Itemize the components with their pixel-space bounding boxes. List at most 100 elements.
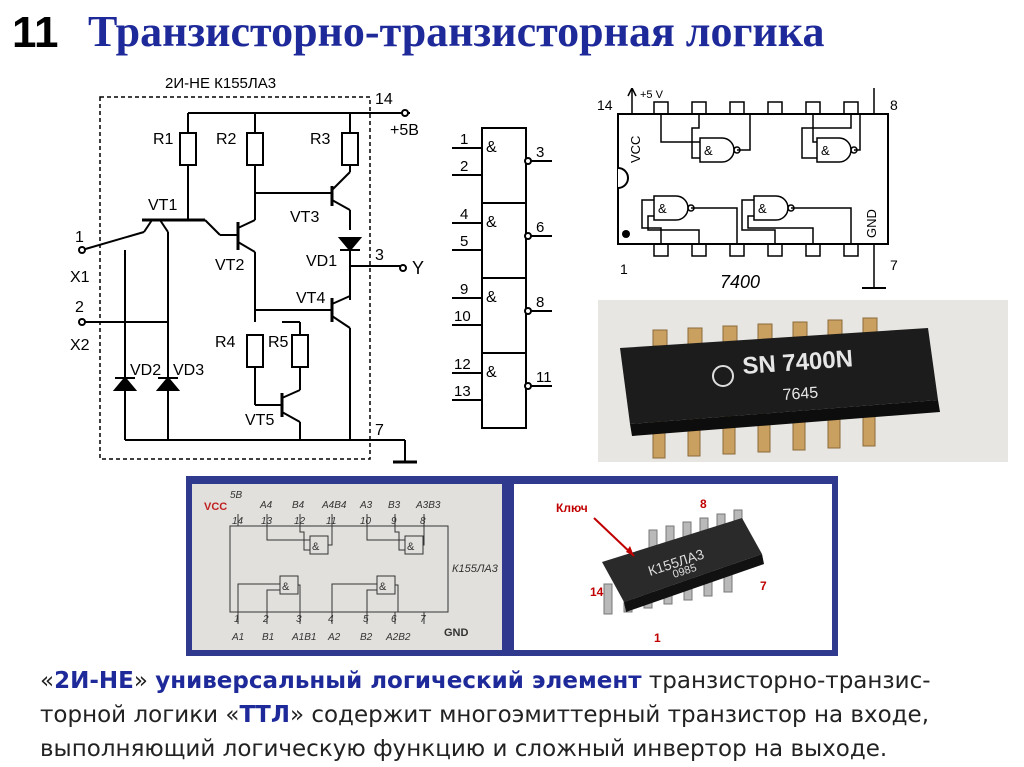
gate4-symbol: &: [486, 364, 497, 381]
vcc-label: VCC: [628, 136, 643, 163]
label-r5: R5: [268, 334, 289, 351]
gate3-in1: 9: [460, 281, 468, 298]
k155-photo-pin-14: 14: [590, 585, 604, 599]
gate2-in2: 5: [460, 233, 468, 250]
k155-vcc: VCC: [204, 501, 227, 513]
slide-number: 11: [12, 8, 59, 57]
gate-symbol-b: &: [821, 143, 830, 158]
gate3-symbol: &: [486, 289, 497, 306]
k155-gate-symbol-b: &: [407, 541, 415, 553]
k155-gate-symbol-c: &: [282, 581, 290, 593]
gnd-label: GND: [864, 209, 879, 238]
k155-bottom-a2: A2: [327, 632, 341, 643]
caption-part-5: » содержит многоэмиттерный транзистор на…: [40, 702, 930, 762]
gate-symbol-d: &: [758, 201, 767, 216]
k155-bottom-a1b1: A1B1: [291, 632, 316, 643]
caption-term-universal: универсальный логический элемент: [155, 668, 642, 694]
k155-pin-10: 10: [360, 516, 372, 527]
label-pin3: 3: [375, 247, 384, 264]
k155-top-a4b4: A4B4: [321, 500, 347, 511]
ti-logo-icon: [712, 365, 734, 387]
k155-pin-3: 3: [296, 614, 302, 625]
slide-title: Транзисторно-транзисторная логика: [88, 7, 825, 56]
gate-symbol-a: &: [704, 143, 713, 158]
k155-pin-2: 2: [262, 614, 269, 625]
k155-gate-symbol-d: &: [379, 581, 387, 593]
caption-term-ttl: ТТЛ: [239, 702, 290, 728]
k155-bottom-a2b2: A2B2: [385, 632, 411, 643]
label-vd3: VD3: [173, 362, 204, 379]
pin-8-label: 8: [890, 97, 898, 113]
label-r3: R3: [310, 131, 331, 148]
label-vt1: VT1: [148, 197, 177, 214]
k155-top-b4: B4: [292, 500, 305, 511]
caption-quote-open: «: [40, 668, 55, 694]
k155-pin-9: 9: [391, 516, 397, 527]
label-vt3: VT3: [290, 209, 319, 226]
label-pin2: 2: [75, 299, 84, 316]
label-pin7: 7: [375, 422, 384, 439]
gate2-symbol: &: [486, 214, 497, 231]
label-vt2: VT2: [215, 257, 244, 274]
gate3-out: 8: [536, 294, 544, 311]
chip-code: 7645: [782, 385, 819, 404]
k155-top-a3: A3: [359, 500, 373, 511]
gate4-in1: 12: [454, 356, 471, 373]
gate1-in2: 2: [460, 158, 468, 175]
label-vd1: VD1: [306, 253, 337, 270]
k155-chip-photo: К155ЛА3 0985 Ключ 8 14 7 1: [514, 484, 832, 650]
k155-photo-pin-7: 7: [760, 579, 767, 593]
k155-gnd: GND: [444, 627, 469, 639]
caption-text: «2И-НЕ» универсальный логический элемент…: [40, 664, 1015, 766]
pinout-7400: 14 +5 V 8 VCC GND 1 7 7400 & & & &: [597, 88, 898, 292]
gate4-in2: 13: [454, 383, 471, 400]
gate1-symbol: &: [486, 139, 497, 156]
k155-pin-7: 7: [420, 614, 426, 625]
k155-pin-6: 6: [391, 614, 397, 625]
k155-pin-11: 11: [326, 516, 336, 527]
label-x2: X2: [70, 337, 90, 354]
label-r2: R2: [216, 131, 237, 148]
label-vt5: VT5: [245, 412, 274, 429]
label-vd2: VD2: [130, 362, 161, 379]
k155-top-a3b3: A3B3: [415, 500, 441, 511]
k155-bottom-b1: B1: [262, 632, 274, 643]
ttl-schematic: 2И-НЕ К155ЛА3 R1 R2 R3 VT1 VT3 VT2 VD1 V…: [70, 75, 424, 464]
k155-pinout: VCC 5B A4 B4 A4B4 A3 B3 A3B3 14 13 12 11…: [192, 484, 502, 650]
caption-term-2i-ne: 2И-НЕ: [54, 668, 134, 694]
gate-symbol-c: &: [658, 201, 667, 216]
pin-1-label: 1: [620, 261, 628, 277]
label-r1: R1: [153, 131, 174, 148]
part-number: 7400: [720, 272, 760, 292]
supply-label: +5 V: [640, 89, 664, 101]
caption-part-3: транзисторно-транзис-торной логики «: [40, 668, 931, 728]
gate1-out: 3: [536, 144, 544, 161]
pin-14-label: 14: [597, 97, 613, 113]
k155-photo-pin-1: 1: [654, 631, 661, 645]
label-x1: X1: [70, 269, 90, 286]
k155-bottom-a1: A1: [231, 632, 244, 643]
schematic-title: 2И-НЕ К155ЛА3: [165, 75, 276, 92]
label-plus5v: +5В: [390, 122, 419, 139]
gate3-in2: 10: [454, 308, 471, 325]
label-pin1: 1: [75, 229, 84, 246]
pin-7-label: 7: [890, 257, 898, 273]
k155-gate-symbol-a: &: [312, 541, 320, 553]
k155-pin-5: 5: [363, 614, 369, 625]
label-pin14: 14: [375, 91, 393, 108]
k155-bottom-b2: B2: [360, 632, 373, 643]
gate4-out: 11: [536, 369, 552, 386]
key-label: Ключ: [556, 501, 588, 515]
k155-top-b3: B3: [388, 500, 401, 511]
nand-gates-diagram: & & & & 1 2 3 4 5 6 9 10 8 12 13 11: [452, 127, 552, 429]
chip-photo-sn7400: SN 7400N 7645: [598, 300, 1008, 462]
label-y: Y: [412, 258, 424, 278]
k155-pin-8: 8: [420, 516, 426, 527]
caption-quote-close: »: [133, 668, 156, 694]
k155-pin-14: 14: [232, 516, 244, 527]
k155-pin-4: 4: [328, 614, 334, 625]
k155-part: К155ЛА3: [452, 563, 499, 575]
label-r4: R4: [215, 334, 236, 351]
k155-pin-1: 1: [234, 614, 240, 625]
k155-pin-12: 12: [294, 516, 306, 527]
